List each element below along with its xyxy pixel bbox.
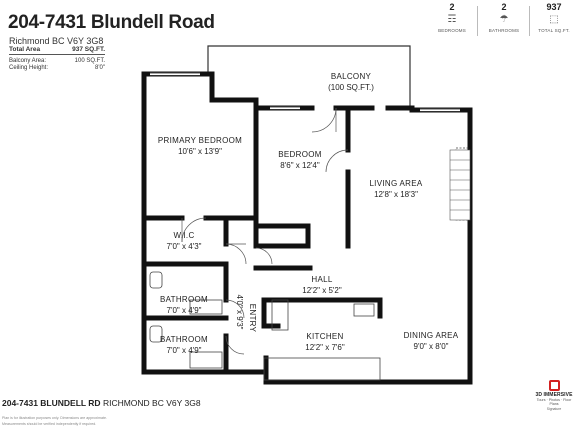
room-name-kitchen: KITCHEN: [306, 332, 343, 341]
footer-street: 204-7431 BLUNDELL RD: [2, 398, 101, 408]
spec-label: Total Area: [9, 46, 41, 53]
listing-subtitle: Richmond BC V6Y 3G8: [9, 36, 104, 46]
room-name-living-area: LIVING AREA: [369, 179, 422, 188]
fixtures: [149, 147, 469, 381]
spec-value: 937 SQ.FT.: [72, 46, 105, 53]
stat-total-sqft-label: TOTAL SQ.FT.: [538, 28, 570, 33]
footer-city: RICHMOND BC V6Y 3G8: [102, 398, 201, 408]
spec-total-area: Total Area 937 SQ.FT.: [9, 46, 105, 53]
footer-disclaimer-1: Plan is for illustration purposes only. …: [2, 416, 107, 420]
room-dim-entry: 4'0" x 9'3": [235, 295, 244, 330]
logo-tagline: Tours · Photos · Floor Plans: [536, 398, 572, 406]
stat-bathrooms-value: 2: [501, 2, 507, 12]
stat-bedrooms-value: 2: [449, 2, 455, 12]
room-name-bathroom-1: BATHROOM: [160, 295, 208, 304]
stat-total-sqft-value: 937: [546, 2, 562, 12]
stat-bedrooms: 2 ☶ BEDROOMS: [432, 2, 472, 33]
room-dim-dining-area: 9'0" x 8'0": [414, 342, 449, 351]
spec-label: Ceiling Height:: [9, 65, 49, 71]
room-name-hall: HALL: [311, 275, 332, 284]
shower-icon: ☂: [499, 14, 509, 25]
room-dim-balcony: (100 SQ.FT.): [328, 83, 374, 92]
room-dim-bedroom: 8'6" x 12'4": [280, 161, 320, 170]
room-name-entry: ENTRY: [248, 304, 257, 333]
room-dim-kitchen: 12'2" x 7'6": [305, 343, 345, 352]
windows: [150, 72, 460, 112]
room-dim-primary-bedroom: 10'6" x 13'9": [178, 147, 222, 156]
footer-disclaimer-2: Measurements should be verified independ…: [2, 422, 97, 426]
room-name-bathroom-2: BATHROOM: [160, 335, 208, 344]
bed-icon: ☶: [447, 14, 457, 25]
stat-bathrooms: 2 ☂ BATHROOMS: [484, 2, 524, 33]
logo-signature: Signature: [546, 407, 562, 411]
room-dim-living-area: 12'8" x 18'3": [374, 190, 418, 199]
spec-divider: [9, 54, 105, 55]
room-name-dining-area: DINING AREA: [404, 331, 459, 340]
logo-name: 3D IMMERSIVE: [535, 392, 573, 398]
room-name-primary-bedroom: PRIMARY BEDROOM: [158, 136, 242, 145]
area-icon: ⬚: [549, 14, 559, 25]
room-dim-bathroom-2: 7'0" x 4'9": [167, 346, 202, 355]
room-name-wic: W.I.C: [173, 231, 194, 240]
balcony-outline: [207, 45, 411, 106]
room-labels: BALCONY (100 SQ.FT.) PRIMARY BEDROOM 10'…: [158, 72, 459, 355]
stat-divider: [477, 6, 478, 36]
doors: [181, 107, 349, 355]
room-dim-bathroom-1: 7'0" x 4'9": [167, 306, 202, 315]
fireplace-icon: [449, 149, 471, 221]
room-name-balcony: BALCONY: [331, 72, 372, 81]
footer-address: 204-7431 BLUNDELL RD RICHMOND BC V6Y 3G8: [2, 398, 201, 408]
brand-logo: 3D IMMERSIVE Tours · Photos · Floor Plan…: [532, 380, 576, 411]
room-dim-wic: 7'0" x 4'3": [167, 242, 202, 251]
stat-divider: [529, 6, 530, 36]
spec-balcony-area: Balcony Area: 100 SQ.FT.: [9, 58, 105, 64]
listing-title: 204-7431 Blundell Road: [8, 12, 215, 33]
stat-bathrooms-label: BATHROOMS: [488, 28, 520, 33]
room-dim-hall: 12'2" x 5'2": [302, 286, 342, 295]
spec-value: 8'0": [95, 65, 105, 71]
stat-total-sqft: 937 ⬚ TOTAL SQ.FT.: [534, 2, 574, 33]
room-name-bedroom: BEDROOM: [278, 150, 321, 159]
spec-value: 100 SQ.FT.: [74, 58, 105, 64]
logo-mark-icon: [548, 380, 560, 391]
spec-label: Balcony Area:: [9, 58, 47, 64]
spec-ceiling-height: Ceiling Height: 8'0": [9, 65, 105, 71]
window-lines: [150, 72, 460, 112]
stat-bedrooms-label: BEDROOMS: [438, 28, 466, 33]
